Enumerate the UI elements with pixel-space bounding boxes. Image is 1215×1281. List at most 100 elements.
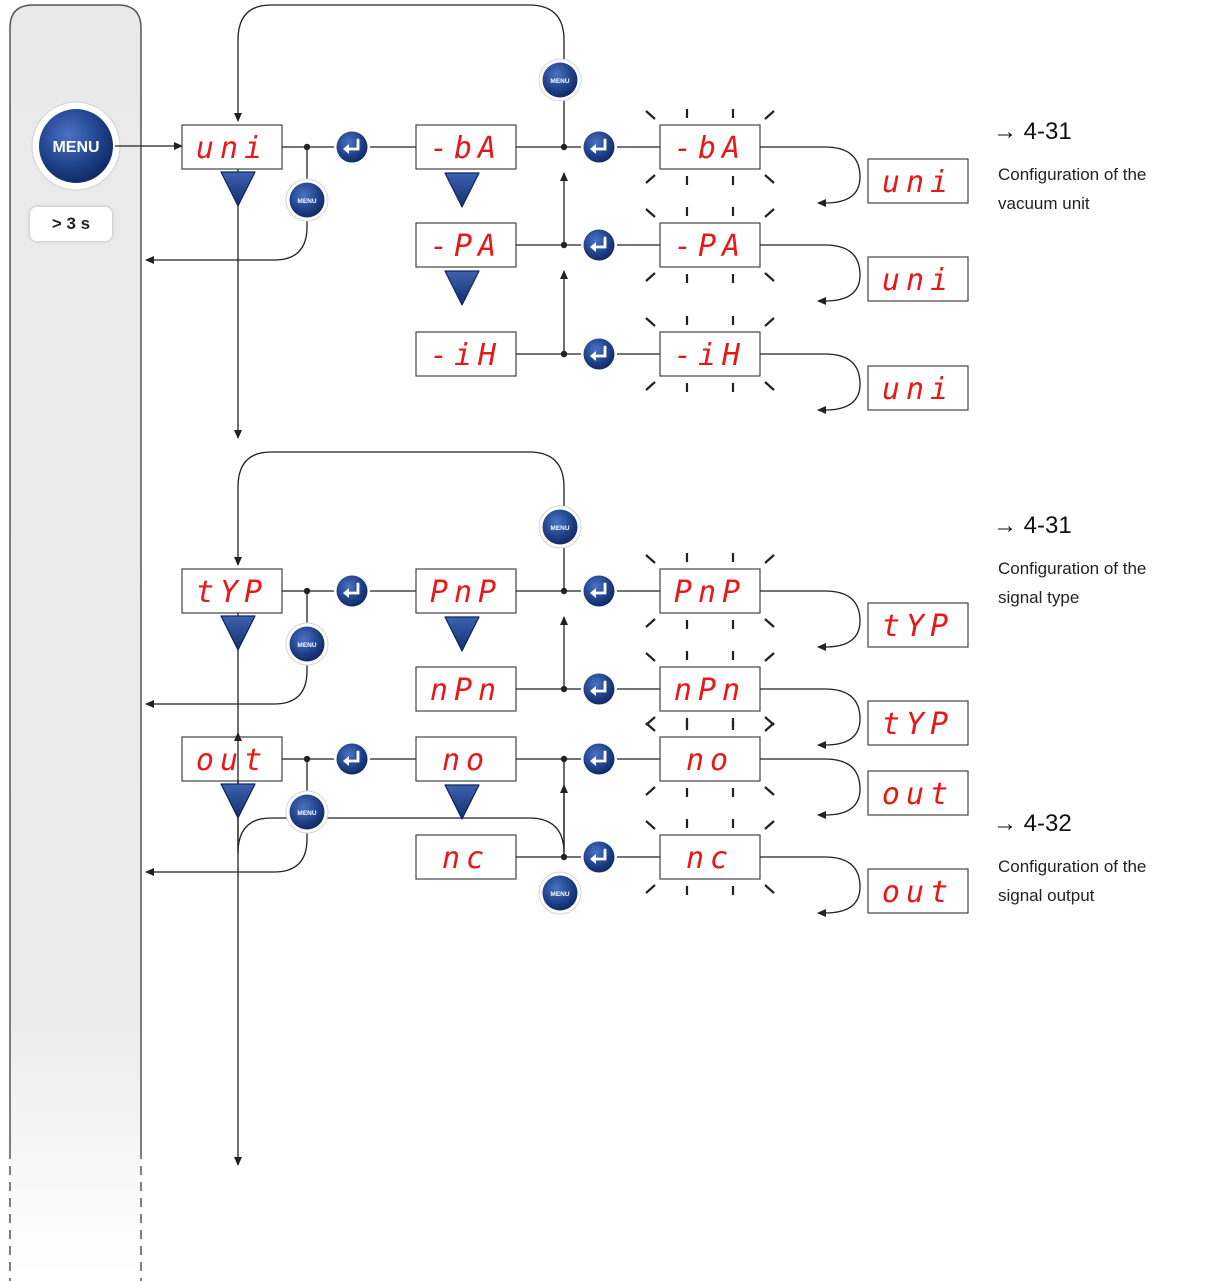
lcd-text: tYP xyxy=(882,707,954,742)
menu-button-label: MENU xyxy=(550,78,569,85)
lcd-text: nc xyxy=(442,841,490,876)
enter-button[interactable] xyxy=(581,671,617,707)
blink-rays xyxy=(645,819,775,895)
lcd-display: uni xyxy=(181,124,283,170)
enter-button[interactable] xyxy=(581,129,617,165)
lcd-display: uni xyxy=(867,158,969,204)
lcd-text: -bA xyxy=(430,131,502,166)
menu-button[interactable]: MENU xyxy=(285,622,329,666)
menu-button-label: MENU xyxy=(52,139,99,156)
menu-button[interactable]: MENU xyxy=(538,505,582,549)
lcd-text: -PA xyxy=(674,229,746,264)
junction-dot xyxy=(560,350,568,358)
junction-dot xyxy=(560,755,568,763)
lcd-display: PnP xyxy=(415,568,517,614)
blink-rays xyxy=(645,316,775,392)
enter-button[interactable] xyxy=(581,336,617,372)
section-description: Configuration of the xyxy=(998,857,1147,876)
enter-button[interactable] xyxy=(581,741,617,777)
menu-button[interactable]: MENU xyxy=(538,58,582,102)
junction-dot xyxy=(560,241,568,249)
lcd-display: -bA xyxy=(659,124,761,170)
lcd-display: nc xyxy=(415,834,517,880)
main-menu-button[interactable]: MENU xyxy=(31,101,121,191)
lcd-display: out xyxy=(181,736,283,782)
lcd-display: nPn xyxy=(659,666,761,712)
menu-button-label: MENU xyxy=(550,891,569,898)
lcd-text: no xyxy=(442,743,490,778)
lcd-text: nPn xyxy=(430,673,502,708)
lcd-display: tYP xyxy=(867,602,969,648)
menu-button[interactable]: MENU xyxy=(538,871,582,915)
lcd-display: -PA xyxy=(415,222,517,268)
section-description: Configuration of the xyxy=(998,165,1147,184)
enter-button[interactable] xyxy=(334,573,370,609)
lcd-display: PnP xyxy=(659,568,761,614)
lcd-text: nc xyxy=(686,841,734,876)
menu-button-label: MENU xyxy=(297,642,316,649)
blink-rays xyxy=(645,721,775,797)
lcd-text: no xyxy=(686,743,734,778)
menu-button[interactable]: MENU xyxy=(285,178,329,222)
enter-button[interactable] xyxy=(334,741,370,777)
enter-button[interactable] xyxy=(581,839,617,875)
lcd-text: tYP xyxy=(196,575,268,610)
down-arrow-icon[interactable] xyxy=(444,172,480,208)
junction-dot xyxy=(560,853,568,861)
lcd-text: out xyxy=(196,743,268,778)
down-arrow-icon[interactable] xyxy=(444,784,480,820)
lcd-display: uni xyxy=(867,365,969,411)
junction-dot xyxy=(303,755,311,763)
lcd-text: uni xyxy=(882,372,954,407)
lcd-text: uni xyxy=(882,263,954,298)
hold-duration-badge: > 3 s xyxy=(30,207,112,241)
lcd-display: -iH xyxy=(415,331,517,377)
down-arrow-icon[interactable] xyxy=(220,171,256,207)
lcd-display: no xyxy=(659,736,761,782)
lcd-text: tYP xyxy=(882,609,954,644)
menu-button-label: MENU xyxy=(297,810,316,817)
lcd-display: out xyxy=(867,770,969,816)
enter-button[interactable] xyxy=(581,227,617,263)
junction-dot xyxy=(303,587,311,595)
lcd-text: out xyxy=(882,777,954,812)
section-reference: → 4-32 xyxy=(993,810,1072,837)
lcd-text: out xyxy=(882,875,954,910)
section-description: vacuum unit xyxy=(998,194,1090,213)
lcd-display: out xyxy=(867,868,969,914)
down-arrow-icon[interactable] xyxy=(444,616,480,652)
junction-dot xyxy=(560,587,568,595)
down-arrow-icon[interactable] xyxy=(444,270,480,306)
section-description: signal type xyxy=(998,588,1080,607)
section-description: Configuration of the xyxy=(998,559,1147,578)
lcd-text: nPn xyxy=(674,673,746,708)
lcd-text: uni xyxy=(196,131,268,166)
enter-button[interactable] xyxy=(581,573,617,609)
lcd-display: -PA xyxy=(659,222,761,268)
blink-rays xyxy=(645,553,775,629)
lcd-display: -iH xyxy=(659,331,761,377)
menu-button[interactable]: MENU xyxy=(285,790,329,834)
blink-rays xyxy=(645,207,775,283)
lcd-display: no xyxy=(415,736,517,782)
junction-dot xyxy=(560,143,568,151)
lcd-text: -bA xyxy=(674,131,746,166)
down-arrow-icon[interactable] xyxy=(220,783,256,819)
lcd-display: -bA xyxy=(415,124,517,170)
enter-button[interactable] xyxy=(334,129,370,165)
down-arrow-icon[interactable] xyxy=(220,615,256,651)
menu-button-label: MENU xyxy=(297,198,316,205)
lcd-text: PnP xyxy=(674,575,746,610)
lcd-text: uni xyxy=(882,165,954,200)
blink-rays xyxy=(645,109,775,185)
left-panel xyxy=(9,4,142,1281)
section-description: signal output xyxy=(998,886,1095,905)
lcd-display: nPn xyxy=(415,666,517,712)
lcd-display: tYP xyxy=(867,700,969,746)
section-reference: → 4-31 xyxy=(993,512,1072,539)
lcd-text: -PA xyxy=(430,229,502,264)
section-reference: → 4-31 xyxy=(993,118,1072,145)
lcd-text: PnP xyxy=(430,575,502,610)
lcd-display: uni xyxy=(867,256,969,302)
